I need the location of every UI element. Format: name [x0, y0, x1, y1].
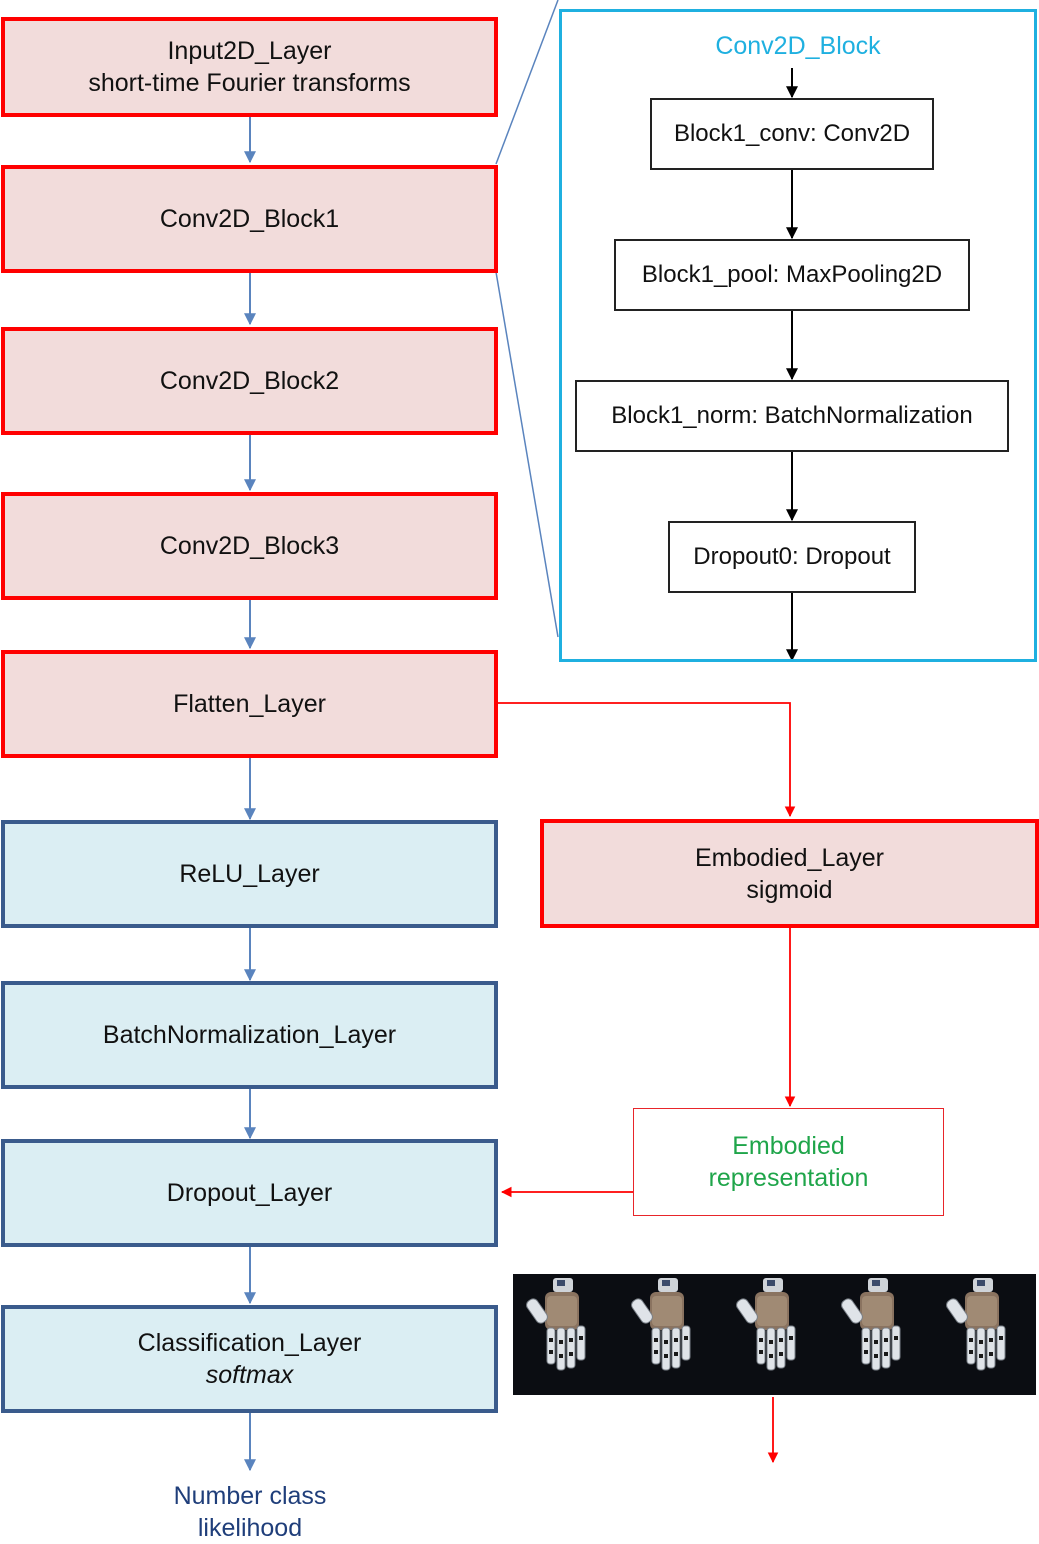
detail-layer-pool: Block1_pool: MaxPooling2D — [614, 239, 970, 311]
dropout-layer: Dropout_Layer — [1, 1139, 498, 1247]
flatten-layer-label: Flatten_Layer — [173, 690, 326, 718]
classification-layer-name: Classification_Layer — [137, 1329, 362, 1357]
relu-layer: ReLU_Layer — [1, 820, 498, 928]
conv2d-block2: Conv2D_Block2 — [1, 327, 498, 435]
conv2d-block1: Conv2D_Block1 — [1, 165, 498, 273]
detail-layer-norm: Block1_norm: BatchNormalization — [575, 380, 1009, 452]
classification-layer-detail: softmax — [205, 1361, 294, 1389]
detail-layer-pool-label: Block1_pool: MaxPooling2D — [641, 261, 943, 288]
flatten-layer: Flatten_Layer — [1, 650, 498, 758]
detail-layer-dropout-label: Dropout0: Dropout — [693, 543, 891, 570]
embodied-representation: Embodied representation — [633, 1108, 944, 1216]
input2d-layer: Input2D_Layer short-time Fourier transfo… — [1, 17, 498, 117]
arrow-flatten-to-embodied — [498, 702, 796, 818]
conv2d-block2-label: Conv2D_Block2 — [159, 367, 340, 395]
conv2d-block3: Conv2D_Block3 — [1, 492, 498, 600]
output-label-line2: likelihood — [197, 1514, 303, 1542]
robot-hands-illustration — [524, 1277, 1006, 1371]
conv2d-block3-label: Conv2D_Block3 — [159, 532, 340, 560]
detail-layer-norm-label: Block1_norm: BatchNormalization — [611, 402, 973, 429]
embodied-representation-line1: Embodied — [732, 1132, 845, 1160]
robot-hands-image — [513, 1274, 1036, 1395]
zoom-line-top — [495, 0, 559, 165]
conv-block-detail-title: Conv2D_Block — [715, 32, 881, 60]
detail-layer-conv-label: Block1_conv: Conv2D — [673, 120, 911, 147]
input2d-layer-name: Input2D_Layer — [167, 37, 332, 65]
batchnorm-layer-label: BatchNormalization_Layer — [102, 1021, 397, 1049]
dropout-layer-label: Dropout_Layer — [166, 1179, 333, 1207]
input2d-layer-detail: short-time Fourier transforms — [88, 69, 411, 97]
relu-layer-label: ReLU_Layer — [179, 860, 320, 888]
embodied-layer-detail: sigmoid — [746, 875, 833, 904]
output-label: Number class likelihood — [100, 1480, 400, 1544]
conv-block-detail-panel — [559, 9, 1037, 662]
detail-layer-dropout: Dropout0: Dropout — [668, 521, 916, 593]
embodied-layer: Embodied_Layer sigmoid — [540, 819, 1039, 928]
detail-layer-conv: Block1_conv: Conv2D — [650, 98, 934, 170]
output-label-line1: Number class — [173, 1482, 327, 1510]
batchnorm-layer: BatchNormalization_Layer — [1, 981, 498, 1089]
zoom-line-bottom — [495, 271, 559, 638]
embodied-representation-line2: representation — [708, 1164, 869, 1192]
conv2d-block1-label: Conv2D_Block1 — [159, 205, 340, 233]
embodied-layer-name: Embodied_Layer — [694, 843, 884, 872]
classification-layer: Classification_Layer softmax — [1, 1305, 498, 1413]
